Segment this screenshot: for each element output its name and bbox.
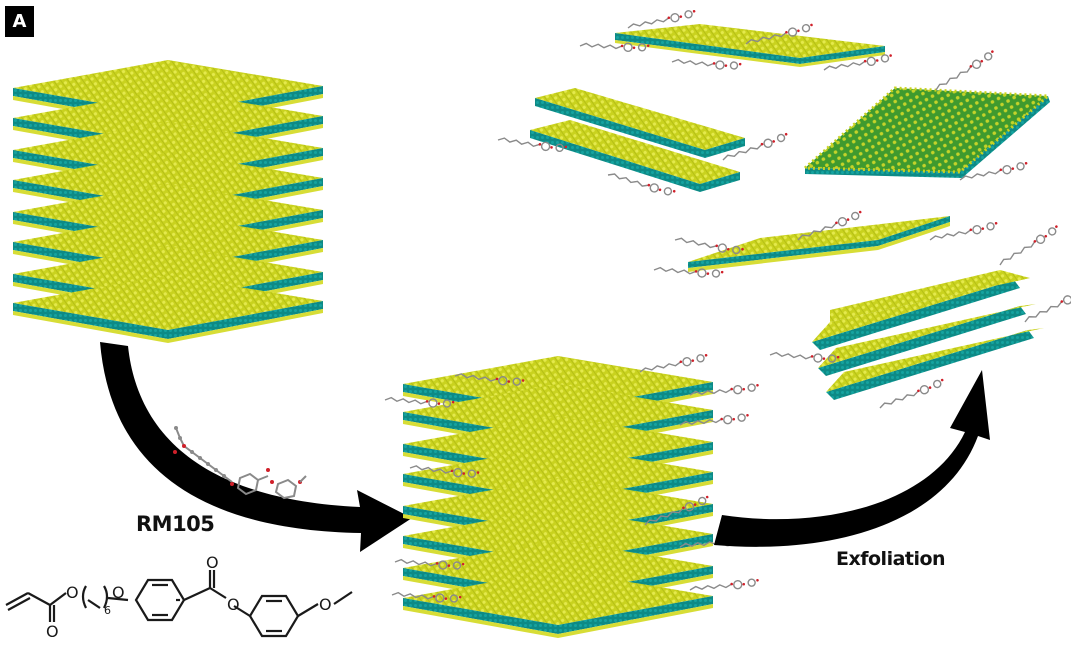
intercalated-stack [403,356,713,638]
panel-label: A [5,6,34,37]
flake-monolayer-middle [653,209,1000,280]
flake-monolayer-top [579,8,894,73]
rm105-label: RM105 [136,512,215,536]
oxygen-label: O [66,583,79,602]
rm105-atom-labels: O O O O O O 6 [46,553,332,641]
exfoliation-label: Exfoliation [836,548,946,570]
exfoliated-flakes [496,8,1071,411]
exfoliation-arrow [714,370,990,547]
oxygen-label: O [227,595,240,614]
chain-subscript: 6 [104,604,111,617]
flake-monolayer-faceon [801,49,1052,183]
intercalation-arrow [100,342,412,552]
flake-trilayer [769,224,1071,411]
oxygen-label: O [46,622,59,641]
flake-bilayer [496,88,791,200]
rm105-3d-molecule [173,426,307,500]
oxygen-label: O [319,595,332,614]
oxygen-label: O [206,553,219,572]
bulk-crystal-stack [13,60,323,343]
rm105-structure [5,570,353,638]
oxygen-label: O [112,583,125,602]
